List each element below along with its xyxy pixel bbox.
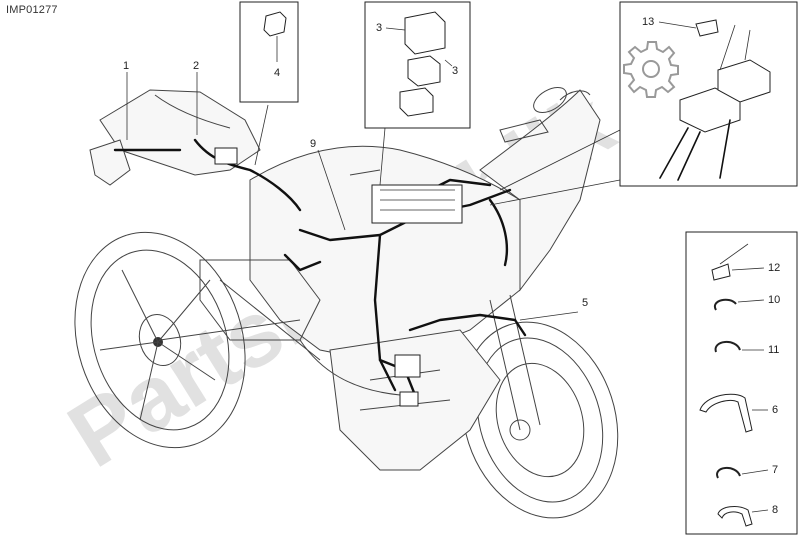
callout-2: 2	[193, 60, 199, 72]
callout-12: 12	[768, 262, 780, 274]
callout-6: 6	[772, 404, 778, 416]
relay-block	[679, 87, 741, 133]
relay-block	[717, 59, 771, 103]
relay	[399, 87, 434, 117]
callout-10: 10	[768, 294, 780, 306]
connector-clip	[263, 11, 287, 37]
callout-4: 4	[274, 67, 280, 79]
harness-connector	[214, 147, 238, 165]
callout-leaders	[126, 72, 621, 321]
clamp-7	[716, 467, 741, 479]
inset-part-3: 3 3	[364, 1, 471, 129]
harness-connector	[394, 354, 421, 378]
callout-1: 1	[123, 60, 129, 72]
cable-tie-12	[711, 263, 731, 281]
diagram-code: IMP01277	[6, 4, 58, 16]
wiring-harness	[113, 138, 527, 407]
relay	[407, 55, 441, 87]
callout-9: 9	[310, 138, 316, 150]
fuse	[695, 19, 719, 37]
harness-connector-block	[371, 184, 463, 224]
callout-3a: 3	[376, 22, 382, 34]
harness-connector	[399, 391, 419, 407]
inset-parts-6-12: 12 10 11 6 7 8	[685, 231, 798, 535]
relay-cover	[404, 11, 446, 55]
callout-11: 11	[768, 344, 779, 356]
strap-8	[717, 506, 753, 527]
callout-5: 5	[582, 297, 588, 309]
callout-13: 13	[642, 16, 654, 28]
callout-7: 7	[772, 464, 778, 476]
inset-part-13: 13	[619, 1, 798, 187]
clip-10	[713, 298, 737, 311]
inset-part-4: 4	[239, 1, 299, 103]
callout-3b: 3	[452, 65, 458, 77]
callout-8: 8	[772, 504, 778, 516]
strap-6	[699, 393, 753, 433]
clip-11	[714, 341, 741, 353]
gear-icon	[623, 41, 679, 98]
